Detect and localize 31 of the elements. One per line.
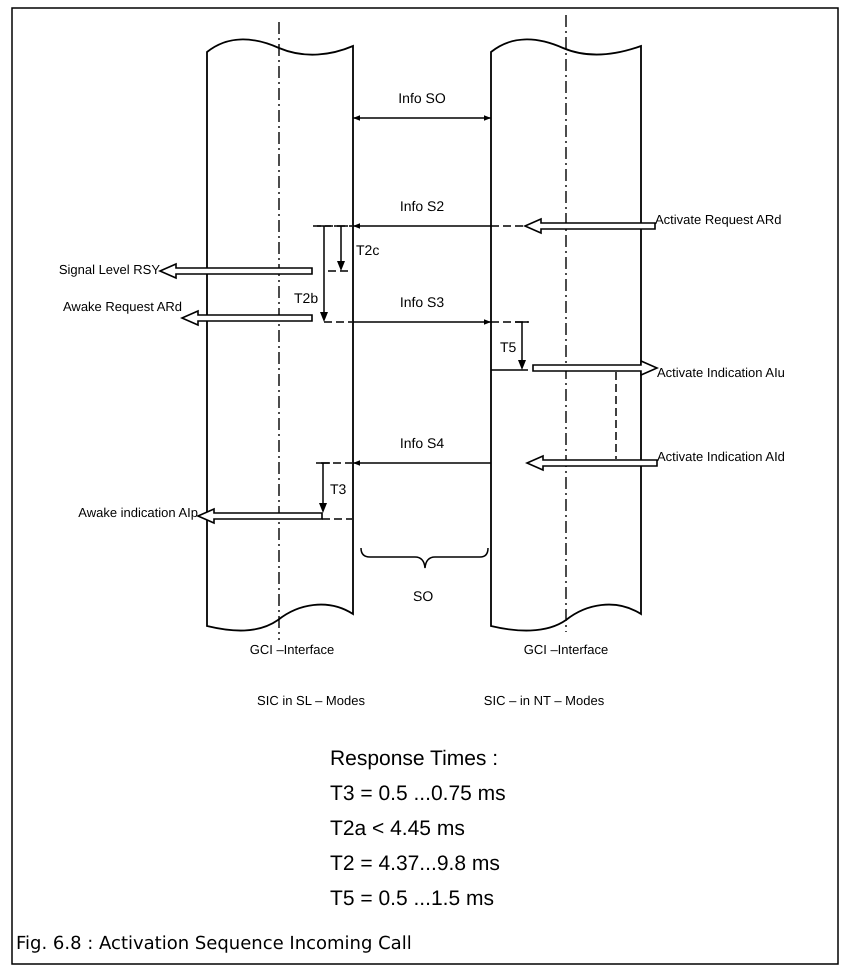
timing-label: T2b <box>294 290 318 306</box>
message-arrow <box>353 319 491 325</box>
interface-label: GCI –Interface <box>248 642 336 658</box>
primitive-arrow <box>158 262 313 280</box>
timing-value: T2a < 4.45 ms <box>330 816 465 842</box>
span-label: SO <box>413 588 434 604</box>
interface-label: GCI –Interface <box>522 642 610 658</box>
signal-label: Activate Indication AIu <box>657 365 785 381</box>
primitive-arrow <box>196 508 323 524</box>
figure-caption: Fig. 6.8 : Activation Sequence Incoming Call <box>16 932 412 956</box>
signal-label: Activate Request ARd <box>655 212 782 228</box>
timing-value: T2 = 4.37...9.8 ms <box>330 851 500 877</box>
heading: Response Times : <box>330 746 498 772</box>
signal-label: Awake Request ARd <box>63 299 182 315</box>
primitive-arrow <box>523 218 656 234</box>
mode-label: SIC – in NT – Modes <box>482 693 606 709</box>
timing-label: T2c <box>356 242 380 258</box>
primitive-arrow <box>532 360 659 376</box>
timing-value: T5 = 0.5 ...1.5 ms <box>330 886 494 912</box>
primitive-arrow <box>525 454 658 472</box>
message-arrow <box>353 460 491 466</box>
timing-value: T3 = 0.5 ...0.75 ms <box>330 781 506 807</box>
timing-label: T5 <box>500 339 516 355</box>
signal-label: Activate Indication AId <box>657 449 785 465</box>
message-arrow <box>353 115 491 121</box>
timing-label: T3 <box>330 481 346 497</box>
message-arrow <box>353 223 491 229</box>
mode-label: SIC in SL – Modes <box>256 693 366 709</box>
signal-label: Awake indication AIp <box>78 505 198 521</box>
signal-label: Signal Level RSY <box>58 262 160 278</box>
primitive-arrow <box>180 310 313 326</box>
